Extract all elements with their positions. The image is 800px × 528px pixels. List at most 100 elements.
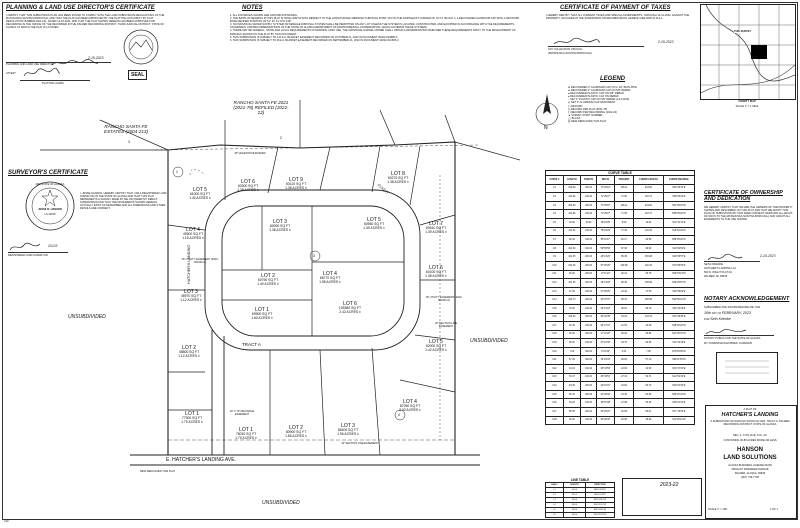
inner-lot-lines xyxy=(222,206,404,336)
table-cell: 85.38 xyxy=(613,278,635,288)
table-cell: S22°35'29"E xyxy=(662,286,696,297)
table-cell: C25 xyxy=(545,389,564,400)
access-road xyxy=(211,330,225,455)
ownership-title: CERTIFICATE OF OWNERSHIP AND DEDICATION xyxy=(704,190,783,202)
title-scale: SCALE 1" = 100' xyxy=(708,508,728,511)
record-icon: { } xyxy=(568,110,572,114)
title-block xyxy=(705,405,797,519)
table-cell: C9 xyxy=(545,252,564,262)
table-cell: N31°28'38"E xyxy=(662,312,696,323)
table-cell: C6 xyxy=(545,226,564,237)
table-cell: 46°13'20" xyxy=(596,278,615,288)
table-cell: 30.26 xyxy=(613,329,635,340)
notary-text: SUBSCRIBED AND SWORN BEFORE ME THIS xyxy=(704,306,761,309)
table-cell: 71°54'16" xyxy=(596,183,615,194)
table-cell: 33.00 xyxy=(562,512,586,518)
table-cell: 200.00 xyxy=(579,389,598,400)
title-sheet: 1 OF 1 xyxy=(770,508,778,511)
table-cell: 250.99 xyxy=(562,200,581,211)
table-cell: N22°50'21"W xyxy=(662,295,696,305)
ownership-signature xyxy=(706,250,746,268)
surveyor-stamp xyxy=(24,180,76,232)
road-name-label: E. HATCHER'S LANDING AVE. xyxy=(166,457,236,463)
table-cell: 33.70 xyxy=(613,338,635,348)
table-cell: 200.00 xyxy=(579,295,598,305)
table-cell: N00°05'20"W xyxy=(584,512,616,518)
block-icon: ◯ xyxy=(568,116,572,120)
table-cell: 30°22'35" xyxy=(596,312,615,323)
curve-table-header: CURVE # LENGTH RADIUS DELTA TANGENT CHOR… xyxy=(545,175,696,185)
table-cell: 40.20 xyxy=(562,415,581,426)
table-cell: 106.03 xyxy=(562,312,581,323)
vicinity-scale: SCALE 1" = 1 MILE xyxy=(735,105,759,108)
set-monument-icon: ◎ xyxy=(568,101,571,105)
rancho-2021-label: RANCHO SANTA FE 2021 (2021-78) REFILED (… xyxy=(233,100,289,116)
table-cell: 59.78 xyxy=(633,269,664,280)
table-cell: 100.00 xyxy=(579,321,598,331)
table-cell: 200.00 xyxy=(579,183,598,194)
plastic-cap-icon: ● xyxy=(568,92,571,96)
seal-label: SEAL xyxy=(128,70,148,80)
table-cell: 23°02'00" xyxy=(596,415,615,426)
table-cell: 92.65 xyxy=(633,235,664,245)
col-header: TANGENT xyxy=(613,175,635,185)
survey-point-icon: ▲ xyxy=(568,113,572,117)
table-cell: C19 xyxy=(545,338,564,348)
block-marker xyxy=(172,166,184,178)
table-cell: C15 xyxy=(545,303,564,314)
title-location: SEC. 3, T17N, R1E, S.M., AK xyxy=(733,434,767,437)
table-cell: 57.68 xyxy=(613,243,635,254)
tax-sig-sub: (MATANUSKA-SUSITNA BOROUGH) xyxy=(548,52,592,55)
col-header: CHORD BEARING xyxy=(662,175,696,185)
lot-lines xyxy=(167,145,456,411)
table-cell: S68°11'53"W xyxy=(662,355,696,366)
table-cell: 40°13'18" xyxy=(596,303,615,314)
table-cell: 20.38 xyxy=(613,415,635,426)
table-cell: 57.29 xyxy=(562,355,581,366)
table-cell: S29°45'57"W xyxy=(662,278,696,288)
table-cell: N79°52'46"W xyxy=(662,346,696,357)
table-cell: 116.72 xyxy=(633,209,664,219)
table-cell: 36.62 xyxy=(613,303,635,314)
table-cell: 27.68 xyxy=(613,398,635,409)
table-cell: 80.55 xyxy=(562,407,581,417)
legend-item: { } RECORD PER RECORDING (2022-22) xyxy=(568,110,618,114)
unsubdivided-left: UNSUBDIVIDED xyxy=(68,314,106,320)
attest-label: ATTEST: xyxy=(6,72,17,75)
table-cell: 200.00 xyxy=(579,252,598,262)
table-cell: 16°24'43" xyxy=(596,355,615,366)
table-cell: S60°20'43"W xyxy=(662,389,696,400)
table-cell: 122.29 xyxy=(633,226,664,237)
table-cell: 68.76 xyxy=(633,303,664,314)
notary-for-row: FOR Seth Krienke xyxy=(704,317,794,321)
col-header: DELTA xyxy=(596,175,615,185)
legend-item: ▨ NEW DEDICATED THIS PLAT xyxy=(568,120,607,124)
table-cell: C8 xyxy=(545,243,564,254)
record-icon: ( ) xyxy=(568,104,572,108)
table-cell: 100.00 xyxy=(579,398,598,409)
table-cell: 54.29 xyxy=(613,312,635,323)
dedication-hatch-icon: ▨ xyxy=(568,120,572,124)
table-cell: S48°40'22"W xyxy=(662,321,696,331)
taxes-text: I HEREBY CERTIFY THAT ALL CURRENT TAXES … xyxy=(546,14,690,21)
table-cell: C21 xyxy=(545,355,564,366)
set-cap-icon: ○ xyxy=(568,98,571,102)
table-cell: 85.38 xyxy=(613,252,635,262)
table-cell: 156.98 xyxy=(633,252,664,262)
table-cell: 100.00 xyxy=(579,192,598,202)
table-cell: 200.00 xyxy=(579,269,598,280)
